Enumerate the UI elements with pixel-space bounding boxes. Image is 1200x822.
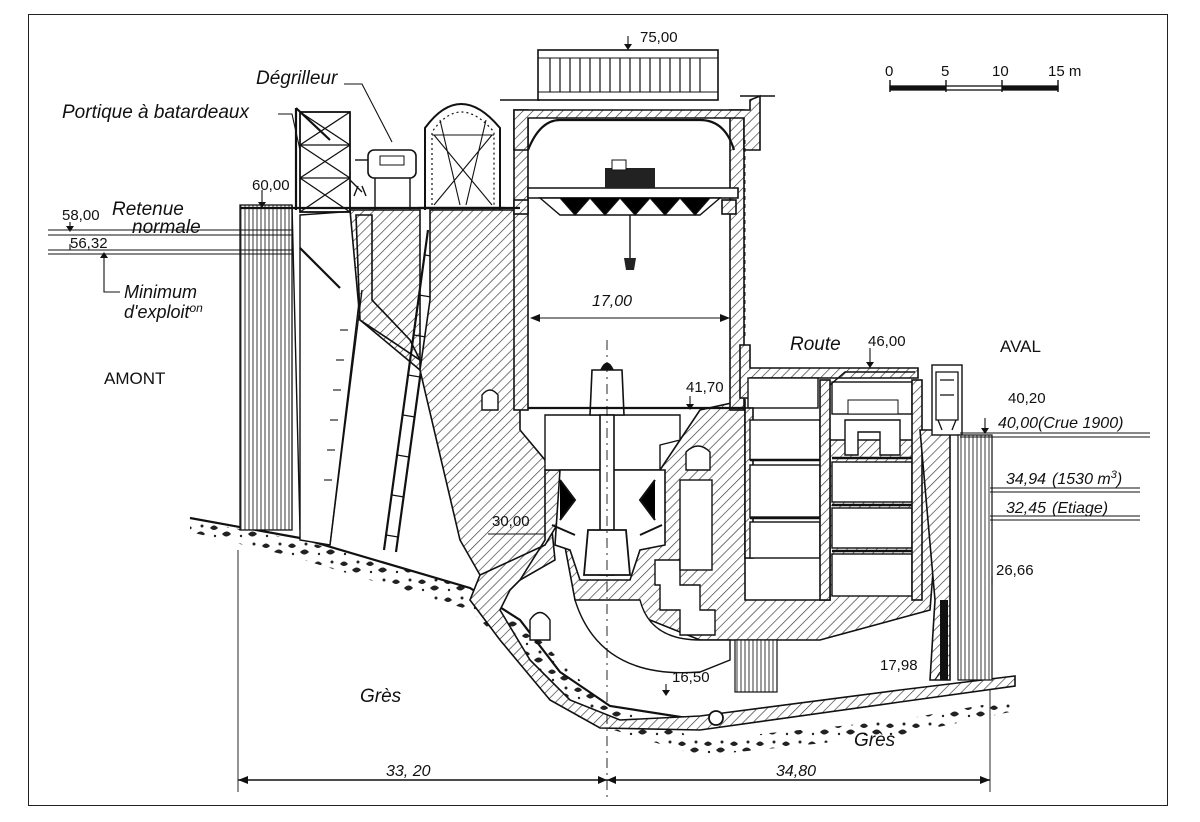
trash-rake-cleaner <box>355 149 417 210</box>
hoist-arch-gantry <box>418 103 505 210</box>
elevation-3494-debit: 34,94(1530 m3) <box>1006 469 1122 488</box>
elevation-1650: 16,50 <box>672 669 710 686</box>
scale-bar <box>889 80 1059 92</box>
label-retenue-line1: Retenue <box>112 199 184 220</box>
label-portique: Portique à batardeaux <box>62 102 250 123</box>
elevation-4020: 40,20 <box>1008 390 1046 407</box>
scale-tick-0: 0 <box>885 63 893 80</box>
dimension-hall-width: 17,00 <box>592 293 632 310</box>
downstream-piles <box>734 639 778 693</box>
upstream-water-lines <box>48 229 292 255</box>
elevation-4170: 41,70 <box>686 379 724 396</box>
elevation-46: 46,00 <box>868 333 906 350</box>
label-minimum-line1: Minimum <box>124 282 197 302</box>
elevation-5632: 56,32 <box>70 235 108 252</box>
scale-tick-15: 15 m <box>1048 63 1081 80</box>
label-retenue-line2: normale <box>132 217 201 238</box>
elevation-3245-etiage: 32,45(Etiage) <box>1006 500 1108 517</box>
downstream-building <box>739 344 923 601</box>
scale-tick-10: 10 <box>992 63 1009 80</box>
arrowheads <box>66 44 989 696</box>
downstream-water-lines <box>960 432 1150 521</box>
dimension-downstream: 34,80 <box>776 763 816 780</box>
dimension-upstream: 33, 20 <box>386 763 431 780</box>
label-degrilleur: Dégrilleur <box>256 68 338 89</box>
elevation-4000-crue: 40,00(Crue 1900) <box>998 415 1123 432</box>
label-amont: AMONT <box>104 369 165 388</box>
upstream-gate-ramp <box>299 209 442 553</box>
downstream-gate <box>919 364 993 681</box>
upstream-sheet-piles <box>239 204 301 531</box>
turbine-unit <box>544 340 681 800</box>
scale-tick-5: 5 <box>941 63 949 80</box>
elevation-1798: 17,98 <box>880 657 918 674</box>
stoplog-gantry <box>294 107 367 213</box>
elevation-60: 60,00 <box>252 177 290 194</box>
elevation-58: 58,00 <box>62 207 100 224</box>
label-route: Route <box>790 334 841 355</box>
elevation-30: 30,00 <box>492 513 530 530</box>
label-gres-right: Grès <box>854 730 896 751</box>
leaders <box>69 36 993 694</box>
base-dimension-line <box>237 550 991 792</box>
elevation-2666: 26,66 <box>996 562 1034 579</box>
elevation-75: 75,00 <box>640 29 678 46</box>
machine-hall <box>500 49 775 411</box>
label-aval: AVAL <box>1000 337 1041 356</box>
label-minimum-line2: d'exploiton <box>124 301 203 322</box>
label-gres-left: Grès <box>360 686 402 707</box>
